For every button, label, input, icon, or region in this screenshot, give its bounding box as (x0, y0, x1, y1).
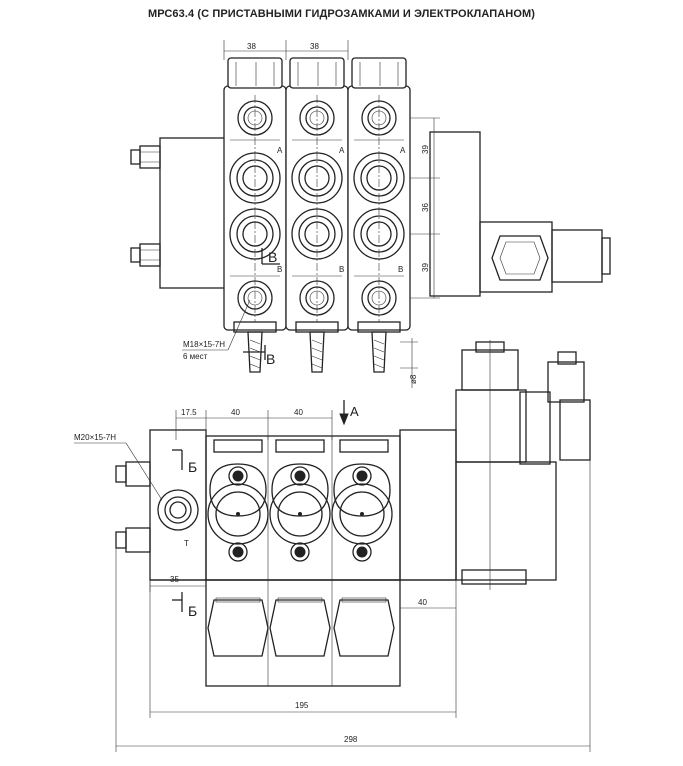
dim-offset: 17.5 (181, 408, 197, 417)
thread-note-front: M20×15-7H (74, 433, 116, 442)
dim-35: 35 (170, 575, 179, 584)
drawing-title: МРС63.4 (С ПРИСТАВНЫМИ ГИДРОЗАМКАМИ И ЭЛ… (147, 8, 536, 20)
top-view: A A A B B B B B M18×15-7H 6 мест (130, 40, 611, 388)
section-mark-b-upper: B (268, 249, 277, 265)
port-t-label: T (184, 539, 189, 548)
hydrolock-flanges (207, 463, 393, 562)
left-plug-lower (130, 243, 161, 267)
section-mark-b-cyr-upper: Б (188, 459, 197, 475)
section-mark-b-cyr-lower: Б (188, 603, 197, 619)
left-plug-upper (130, 145, 161, 169)
inlet-body (159, 137, 235, 289)
outlet-block-front (399, 429, 457, 581)
solenoid-nut (491, 235, 549, 281)
dim-width-2: 38 (310, 42, 319, 51)
solenoid-coil (551, 229, 603, 283)
hose-fittings (233, 321, 401, 373)
port-a-label-1: A (277, 146, 283, 155)
view-arrow-a: A (350, 404, 359, 419)
solenoid-cap (601, 237, 611, 275)
dim-right-1: 39 (421, 145, 430, 154)
dim-diameter: ø8 (409, 374, 418, 384)
lower-nuts (205, 579, 401, 687)
dim-width-1: 38 (247, 42, 256, 51)
port-a-label-3: A (400, 146, 406, 155)
dim-pitch-1: 40 (231, 408, 240, 417)
ports-top (229, 95, 405, 322)
solenoid-body (479, 221, 553, 293)
port-b-label-3: B (398, 265, 403, 274)
t-port (157, 489, 199, 531)
port-a-label-2: A (339, 146, 345, 155)
port-b-label-2: B (339, 265, 344, 274)
dim-right-2: 36 (421, 203, 430, 212)
port-b-label-1: B (277, 265, 282, 274)
front-view: T Б Б A (74, 340, 591, 752)
thread-count-top: 6 мест (183, 352, 208, 361)
section-mark-b-lower: B (266, 351, 275, 367)
dim-right-3: 39 (421, 263, 430, 272)
dim-195: 195 (295, 701, 309, 710)
thread-note-top: M18×15-7H (183, 340, 225, 349)
outlet-body (429, 131, 481, 297)
dim-40-right: 40 (418, 598, 427, 607)
dim-pitch-2: 40 (294, 408, 303, 417)
dim-298: 298 (344, 735, 358, 744)
solenoid-front (455, 340, 591, 590)
